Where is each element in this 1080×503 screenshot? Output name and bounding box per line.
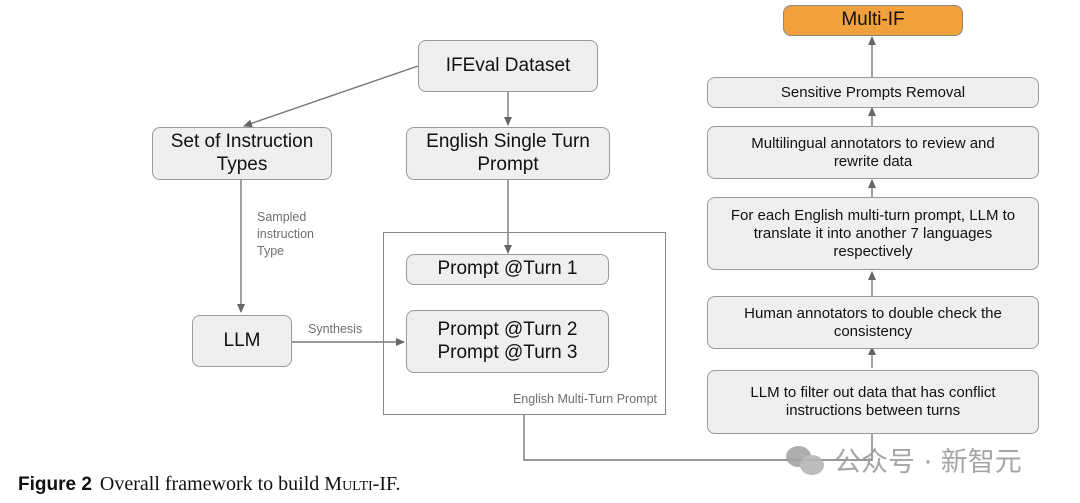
caption-suffix: -IF. [372,473,401,495]
node-prompt-turn-2-3: Prompt @Turn 2 Prompt @Turn 3 [406,310,609,373]
caption-body: Overall framework to build [99,473,325,495]
node-llm-label: LLM [223,329,261,351]
node-prompt-turn-1-label: Prompt @Turn 1 [437,258,578,280]
node-prompt-turn-2-label: Prompt @Turn 2 [437,318,578,340]
edge-ifeval-to-instruction-types [243,65,419,128]
node-human-check-label: Human annotators to double check the con… [744,304,1002,340]
node-llm-filter: LLM to filter out data that has conflict… [707,370,1039,434]
edge-label-line: Type [257,243,285,258]
node-english-single-turn-label: English Single Turn Prompt [426,130,590,175]
node-ifeval-dataset-label: IFEval Dataset [445,54,571,76]
node-llm: LLM [192,315,292,367]
node-ifeval-dataset: IFEval Dataset [418,40,598,92]
edge-label-synthesis: Synthesis [308,322,363,336]
node-translate-label: For each English multi-turn prompt, LLM … [730,206,1016,260]
wechat-icon [786,444,826,476]
node-sensitive-prompts-removal: Sensitive Prompts Removal [707,77,1039,108]
node-human-annotators: Human annotators to double check the con… [707,296,1039,349]
node-multi-if: Multi-IF [783,5,963,36]
caption-name: Multi [324,473,373,495]
edge-label-line: Sampled [257,210,307,224]
node-translate: For each English multi-turn prompt, LLM … [707,197,1039,270]
edge-container-to-llm-filter [523,415,873,461]
node-prompt-turn-1: Prompt @Turn 1 [406,254,609,285]
figure-number: Figure 2 [18,474,92,495]
node-instruction-types: Set of Instruction Types [152,127,332,180]
watermark-text: 公众号 · 新智元 [834,447,1022,478]
node-multilingual-annotators: Multilingual annotators to review and re… [707,126,1039,179]
watermark: 公众号 · 新智元 [786,440,1022,479]
figure-caption: Figure 2 Overall framework to build Multi… [18,473,401,496]
node-sensitive-label: Sensitive Prompts Removal [780,83,966,101]
node-english-single-turn: English Single Turn Prompt [406,127,610,180]
edge-label-line: instruction [257,226,314,241]
node-multilingual-label: Multilingual annotators to review and re… [751,134,995,170]
node-instruction-types-label: Set of Instruction Types [170,130,314,175]
container-label: English Multi-Turn Prompt [512,392,657,407]
node-prompt-turn-3-label: Prompt @Turn 3 [437,341,578,363]
node-multi-if-label: Multi-IF [841,9,905,31]
node-llm-filter-label: LLM to filter out data that has conflict… [750,384,996,419]
edge-label-sampled-instruction-type: Sampled instruction Type [257,209,314,260]
english-multi-turn-container: English Multi-Turn Prompt [383,232,666,415]
caption-text: Overall framework to build Multi-IF. [100,473,401,495]
